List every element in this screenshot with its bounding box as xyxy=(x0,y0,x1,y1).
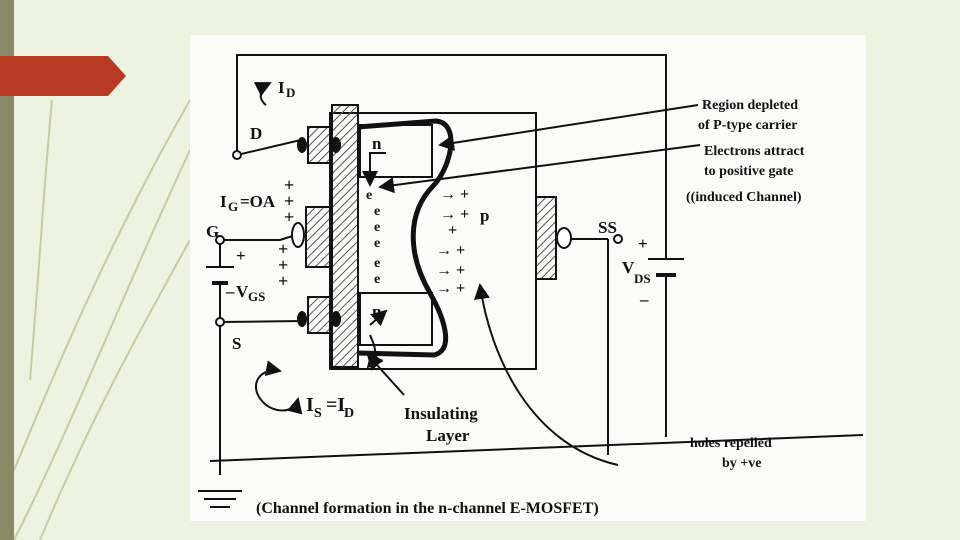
svg-text:=OA: =OA xyxy=(240,192,276,211)
svg-text:+: + xyxy=(278,271,288,291)
svg-text:e: e xyxy=(374,204,380,219)
svg-text:S: S xyxy=(314,406,322,421)
svg-text:n: n xyxy=(372,134,382,153)
svg-text:Insulating: Insulating xyxy=(404,404,478,423)
svg-text:((induced Channel): ((induced Channel) xyxy=(686,190,802,205)
source-terminal xyxy=(215,317,225,327)
source-contact xyxy=(307,296,331,334)
svg-text:+: + xyxy=(638,234,648,253)
svg-text:→ +: → + xyxy=(440,206,469,223)
id-arrow xyxy=(253,82,272,106)
mosfet-diagram: → + → + + → + → + → + + + + + + + e e e … xyxy=(198,54,864,517)
svg-text:D: D xyxy=(286,85,295,100)
svg-text:=I: =I xyxy=(326,394,345,416)
vds-battery xyxy=(648,258,684,277)
svg-text:→ +: → + xyxy=(436,280,465,297)
svg-text:p: p xyxy=(480,206,489,225)
svg-text:+: + xyxy=(448,222,457,239)
svg-text:–: – xyxy=(639,290,649,309)
svg-text:GS: GS xyxy=(248,289,265,304)
svg-text:by +ve: by +ve xyxy=(722,456,761,471)
svg-text:+: + xyxy=(284,191,294,211)
gate-terminal xyxy=(215,235,225,245)
circuit-wires xyxy=(209,54,864,475)
svg-text:I: I xyxy=(306,394,314,416)
svg-text:Layer: Layer xyxy=(426,426,470,445)
svg-text:e: e xyxy=(374,220,380,235)
svg-text:Electrons attract: Electrons attract xyxy=(704,144,805,159)
substrate-contact xyxy=(535,196,557,280)
field-arrows: → + → + + → + → + → + xyxy=(436,186,469,297)
substrate-terminal xyxy=(613,234,623,244)
left-bar xyxy=(0,0,14,540)
svg-text:V: V xyxy=(236,282,249,301)
holes-pointer xyxy=(474,283,619,466)
svg-text:+: + xyxy=(278,239,288,259)
electrons: e e e e e e xyxy=(366,188,380,287)
accent-arrow xyxy=(0,56,126,96)
diagram-panel: → + → + + → + → + → + + + + + + + e e e … xyxy=(190,35,866,521)
annotations: Region depleted of P-type carrier Electr… xyxy=(404,98,805,471)
terminal-labels: I D D I G =OA G + – V GS S n n p SS + V … xyxy=(206,78,651,353)
svg-text:e: e xyxy=(374,236,380,251)
svg-text:e: e xyxy=(374,256,380,271)
svg-text:→ +: → + xyxy=(436,242,465,259)
svg-text:+: + xyxy=(284,175,294,195)
svg-text:SS: SS xyxy=(598,218,617,237)
svg-text:Region depleted: Region depleted xyxy=(702,98,798,113)
svg-text:+: + xyxy=(236,246,246,265)
svg-text:–: – xyxy=(225,282,235,301)
svg-text:G: G xyxy=(206,222,219,241)
svg-text:G: G xyxy=(228,199,238,214)
svg-text:→ +: → + xyxy=(440,186,469,203)
svg-text:holes repelled: holes repelled xyxy=(690,436,772,451)
drain-contact xyxy=(307,126,331,164)
svg-text:+: + xyxy=(284,207,294,227)
gate-electrode xyxy=(305,206,331,268)
vgs-battery xyxy=(206,266,234,285)
svg-text:V: V xyxy=(622,258,635,277)
depleted-pointer xyxy=(438,104,699,151)
svg-text:of P-type carrier: of P-type carrier xyxy=(698,118,798,133)
insulating-pointer xyxy=(366,353,405,396)
svg-text:I: I xyxy=(278,78,285,97)
svg-text:n: n xyxy=(372,302,382,321)
svg-text:D: D xyxy=(250,124,262,143)
drain-terminal xyxy=(232,150,242,160)
svg-text:to positive gate: to positive gate xyxy=(704,164,793,179)
svg-text:I: I xyxy=(220,192,227,211)
diagram-caption: (Channel formation in the n-channel E-MO… xyxy=(256,500,599,517)
ground-icon xyxy=(198,490,242,508)
svg-text:e: e xyxy=(374,272,380,287)
electrons-pointer xyxy=(378,144,701,194)
svg-text:→ +: → + xyxy=(436,262,465,279)
gate-charges: + + + + + + xyxy=(278,175,294,291)
is-equation: I S =I D xyxy=(306,394,354,421)
svg-text:+: + xyxy=(278,255,288,275)
svg-text:S: S xyxy=(232,334,241,353)
svg-text:DS: DS xyxy=(634,271,651,286)
is-arrow xyxy=(255,360,282,402)
svg-text:e: e xyxy=(366,188,372,203)
svg-text:D: D xyxy=(344,406,354,421)
